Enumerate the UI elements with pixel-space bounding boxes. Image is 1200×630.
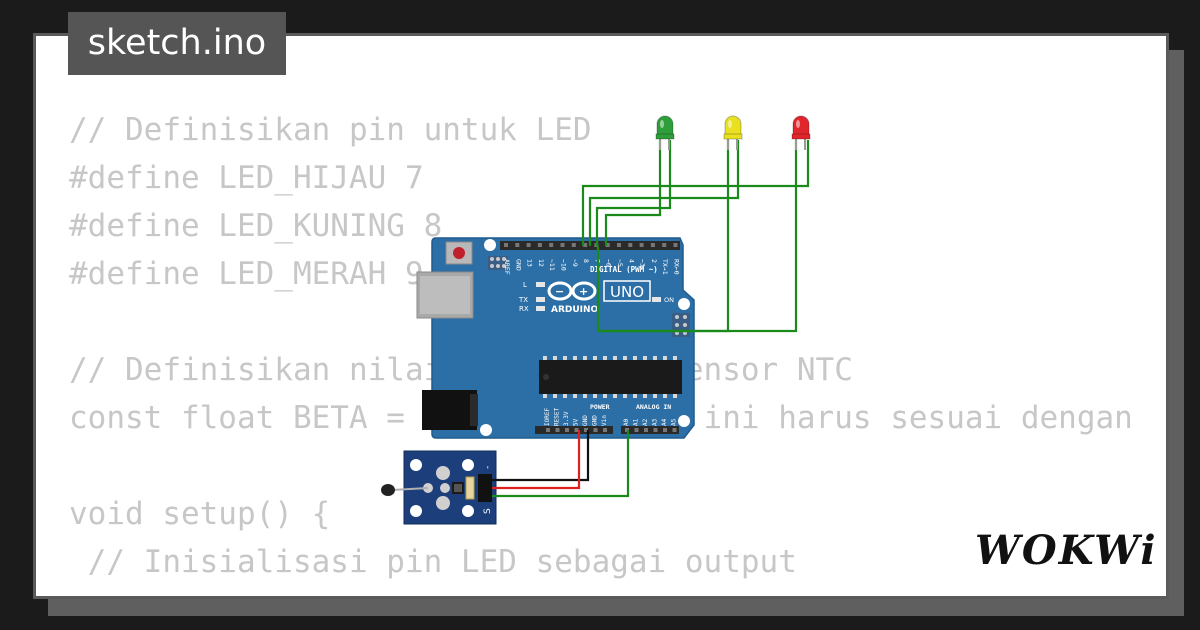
digital-pin[interactable]	[560, 243, 565, 247]
power-pin-label: 5V	[573, 418, 580, 426]
digital-pin[interactable]	[549, 243, 554, 247]
arduino-logo	[547, 281, 597, 301]
code-line: // Definisikan pin untuk LED	[69, 112, 592, 148]
digital-pin[interactable]	[662, 243, 667, 247]
digital-pin[interactable]	[515, 243, 520, 247]
code-line: // Inisialisasi pin LED sebagai output	[69, 544, 797, 580]
led-label-rx: RX	[519, 305, 529, 313]
code-line: #define LED_MERAH 9	[69, 256, 424, 292]
power-jack	[422, 390, 477, 430]
led-label-l: L	[523, 281, 527, 289]
code-line: #define LED_KUNING 8	[69, 208, 443, 244]
code-line: void setup() {	[69, 496, 331, 532]
ntc-sensor-module[interactable]: - S	[381, 450, 497, 525]
digital-pin-label: 4	[627, 259, 635, 263]
digital-pin[interactable]	[617, 243, 621, 247]
power-pin-label: Vin	[601, 415, 608, 426]
code-line: pinMode(LED_HIJAU, OUTPUT);	[69, 586, 1131, 596]
header-pin[interactable]	[653, 428, 658, 432]
sensor-wires	[492, 430, 630, 498]
digital-pin[interactable]	[537, 243, 542, 247]
analog-pin-label: A1	[633, 418, 640, 426]
power-label: POWER	[590, 403, 610, 411]
led-label-on: ON	[664, 296, 674, 304]
sensor-pin-signal: S	[483, 508, 493, 514]
digital-pin-label: ~3	[639, 259, 647, 267]
analog-pin-label: A2	[642, 418, 649, 426]
digital-pin-label: ~9	[571, 259, 579, 267]
analog-pin-label: A0	[623, 418, 630, 426]
digital-pin-label: ~11	[548, 259, 556, 271]
digital-pin-label: 12	[537, 259, 545, 267]
svg-text:+: +	[579, 285, 588, 298]
header-pin[interactable]	[546, 428, 550, 432]
analog-label: ANALOG IN	[636, 403, 671, 411]
header-pin[interactable]	[593, 428, 598, 432]
analog-pin-label: A4	[661, 418, 668, 426]
led-yellow[interactable]	[723, 115, 743, 150]
code-preview: // Definisikan pin untuk LED #define LED_…	[69, 106, 1131, 596]
digital-pin-label: 8	[582, 259, 590, 263]
header-pin[interactable]	[644, 428, 648, 432]
header-pin[interactable]	[584, 428, 588, 432]
led-wires	[581, 140, 810, 333]
digital-pin-label: AREF	[503, 259, 511, 275]
header-pin[interactable]	[574, 428, 579, 432]
digital-pin-label: RX←0	[673, 259, 681, 275]
header-pin[interactable]	[565, 428, 569, 432]
digital-pin-label: ~6	[605, 259, 613, 267]
power-pin-label: GND	[582, 415, 589, 426]
digital-pin-label: TX→1	[661, 259, 669, 275]
power-pin-label: IOREF	[544, 408, 551, 426]
analog-pin-label: A5	[671, 418, 678, 426]
wokwi-logo: WOKWi	[975, 527, 1158, 574]
header-pin[interactable]	[603, 428, 607, 432]
thermistor-bead	[381, 484, 395, 496]
digital-pin-label: 13	[526, 259, 534, 267]
reset-button[interactable]	[445, 241, 473, 265]
svg-text:−: −	[555, 285, 564, 298]
led-label-tx: TX	[518, 296, 528, 304]
header-pin[interactable]	[663, 428, 667, 432]
digital-pin-label: ~5	[616, 259, 624, 267]
led-red[interactable]	[791, 115, 811, 150]
digital-label: DIGITAL (PWM ~)	[590, 265, 658, 274]
digital-pin-label: GND	[514, 259, 522, 271]
digital-pin-label: 2	[650, 259, 658, 263]
analog-pin-label: A3	[652, 418, 659, 426]
digital-pin[interactable]	[504, 243, 508, 247]
digital-pin[interactable]	[605, 243, 610, 247]
header-pin[interactable]	[555, 428, 560, 432]
digital-pin[interactable]	[571, 243, 576, 247]
file-tab[interactable]: sketch.ino	[68, 12, 286, 75]
board-model: UNO	[610, 283, 644, 301]
digital-pin[interactable]	[650, 243, 655, 247]
power-header	[535, 426, 613, 434]
sensor-pin-minus: -	[483, 466, 493, 469]
digital-pin[interactable]	[628, 243, 633, 247]
header-pin[interactable]	[634, 428, 639, 432]
digital-pin[interactable]	[639, 243, 644, 247]
code-line: #define LED_HIJAU 7	[69, 160, 424, 196]
digital-pin-label: ~10	[560, 259, 568, 271]
analog-header	[621, 426, 679, 434]
power-pin-label: 3.3V	[563, 411, 570, 426]
led-green[interactable]	[655, 115, 675, 150]
atmega-chip	[539, 356, 682, 398]
board-brand: ARDUINO	[551, 305, 599, 315]
digital-pin[interactable]	[583, 243, 588, 247]
power-pin-label: GND	[592, 415, 599, 426]
digital-pin[interactable]	[673, 243, 678, 247]
power-pin-label: RESET	[554, 408, 561, 426]
header-pin[interactable]	[672, 428, 677, 432]
digital-pin[interactable]	[526, 243, 531, 247]
